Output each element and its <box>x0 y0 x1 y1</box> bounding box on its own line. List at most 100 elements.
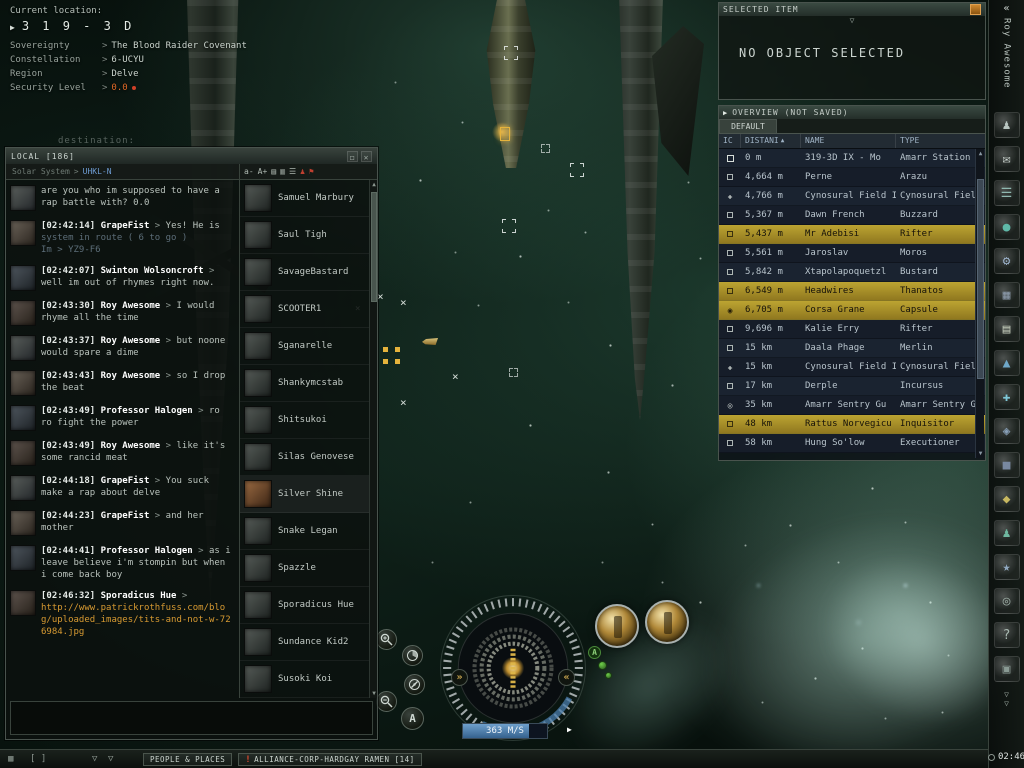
chat-avatar[interactable] <box>10 300 36 326</box>
column-distance[interactable]: DISTANI▲ <box>741 134 801 148</box>
module-turret-2[interactable] <box>645 600 689 644</box>
inventory-icon[interactable]: ▦ <box>993 282 1020 308</box>
chat-author[interactable]: Sporadicus Hue <box>100 591 177 601</box>
member-row[interactable]: Susoki Koi <box>240 661 369 698</box>
scroll-thumb[interactable] <box>371 192 377 302</box>
target-marker-bracket[interactable] <box>570 163 584 177</box>
zoom-in-button[interactable] <box>376 629 397 650</box>
column-icon[interactable]: IC <box>719 134 741 148</box>
target-marker-gold-box[interactable] <box>500 127 510 141</box>
column-type[interactable]: TYPE <box>900 136 920 145</box>
scroll-up-icon[interactable]: ▲ <box>372 181 376 188</box>
scroll-thumb[interactable] <box>977 179 984 379</box>
chat-author[interactable]: GrapeFist <box>100 511 150 521</box>
chat-avatar[interactable] <box>10 590 36 616</box>
chat-avatar[interactable] <box>10 220 36 246</box>
scroll-up-icon[interactable]: ▲ <box>978 150 983 157</box>
member-row[interactable]: Saul Tigh <box>240 217 369 254</box>
chat-author[interactable]: Roy Awesome <box>100 301 161 311</box>
chat-avatar[interactable] <box>10 510 36 536</box>
hud-right-arrow-button[interactable]: « <box>558 669 575 686</box>
hostile-member-icon[interactable]: ♟ <box>300 167 305 176</box>
chat-avatar[interactable] <box>10 545 36 571</box>
militia-icon[interactable]: ★ <box>993 554 1020 580</box>
member-row[interactable]: Silas Genovese <box>240 439 369 476</box>
pin-icon[interactable]: ◻ <box>347 150 358 162</box>
chat-avatar[interactable] <box>10 335 36 361</box>
target-marker-bracket-sm[interactable] <box>541 144 550 153</box>
target-marker-bracket[interactable] <box>502 219 516 233</box>
chat-author[interactable]: GrapeFist <box>100 221 150 231</box>
chevron-down-icon[interactable]: ▽ <box>1004 690 1009 699</box>
sidebar-collapse-icon[interactable]: « <box>1003 3 1010 14</box>
target-marker-x[interactable]: × <box>400 396 407 409</box>
chevron-down-icon[interactable]: ▽ <box>92 754 98 764</box>
speed-gauge[interactable] <box>437 592 589 744</box>
font-increase-button[interactable]: A+ <box>257 167 268 176</box>
overview-header[interactable]: ▶ OVERVIEW (NOT SAVED) <box>719 106 985 119</box>
chat-input[interactable] <box>10 701 373 735</box>
character-sheet-icon[interactable]: ♟ <box>993 112 1020 138</box>
target-marker-x[interactable]: × <box>377 290 384 303</box>
chat-author[interactable]: Roy Awesome <box>100 336 161 346</box>
settings-icon[interactable]: ◎ <box>993 588 1020 614</box>
list-view-icon[interactable]: ▤ <box>271 167 277 176</box>
chat-link[interactable]: http://www.patrickrothfuss.com/blog/uplo… <box>41 603 231 637</box>
mail-icon[interactable]: ✉ <box>993 146 1020 172</box>
chevron-down-icon[interactable]: ▽ <box>849 16 855 25</box>
people-and-places-icon[interactable]: ♟ <box>993 520 1020 546</box>
member-row[interactable]: Shitsukoi <box>240 402 369 439</box>
member-row[interactable]: Shankymcstab <box>240 365 369 402</box>
grid-view-icon[interactable]: ▥ <box>280 167 285 176</box>
fitting-icon[interactable]: ⚙ <box>993 248 1020 274</box>
wallet-icon[interactable]: ◆ <box>993 486 1020 512</box>
help-icon[interactable]: ? <box>993 622 1020 648</box>
member-row[interactable]: Samuel Marbury <box>240 180 369 217</box>
chat-avatar[interactable] <box>10 370 36 396</box>
chat-author[interactable]: Roy Awesome <box>100 441 161 451</box>
channels-icon[interactable]: ☰ <box>993 180 1020 206</box>
autopilot-badge[interactable]: A <box>588 646 601 659</box>
chat-author[interactable]: Professor Halogen <box>100 546 193 556</box>
sidebar-chevrons[interactable]: ▽ ▽ <box>1004 690 1009 708</box>
assets-icon[interactable]: ■ <box>993 452 1020 478</box>
target-marker-x[interactable]: × <box>452 370 459 383</box>
tab-default[interactable]: DEFAULT <box>719 119 777 133</box>
member-scrollbar[interactable]: ▲ ▼ <box>369 180 377 698</box>
module-turret-1[interactable] <box>595 604 639 648</box>
chat-avatar[interactable] <box>10 405 36 431</box>
system-link[interactable]: UHKL-N <box>82 167 112 176</box>
chat-author[interactable]: Swinton Wolsoncroft <box>100 266 204 276</box>
chat-avatar[interactable] <box>10 185 36 211</box>
chevron-down-icon[interactable]: ▽ <box>108 754 114 764</box>
autopilot-button[interactable]: A <box>401 707 424 730</box>
taskbar-tab[interactable]: PEOPLE & PLACES <box>143 753 233 766</box>
menu-view-icon[interactable]: ☰ <box>288 167 297 176</box>
chat-avatar[interactable] <box>10 440 36 466</box>
member-row[interactable]: Sganarelle <box>240 328 369 365</box>
tactical-overlay-button[interactable] <box>404 674 425 695</box>
member-row[interactable]: Spazzle <box>240 550 369 587</box>
corporation-icon[interactable]: ◈ <box>993 418 1020 444</box>
scroll-down-icon[interactable]: ▼ <box>978 450 983 457</box>
target-marker-gold-bracket[interactable] <box>383 347 400 364</box>
journal-icon[interactable]: ▤ <box>993 316 1020 342</box>
bracket-icon[interactable]: [ ] <box>30 754 47 764</box>
member-row[interactable]: SCOOTER1 <box>240 291 369 328</box>
column-name[interactable]: NAME <box>801 134 896 148</box>
target-marker-bracket-sm[interactable] <box>509 368 518 377</box>
